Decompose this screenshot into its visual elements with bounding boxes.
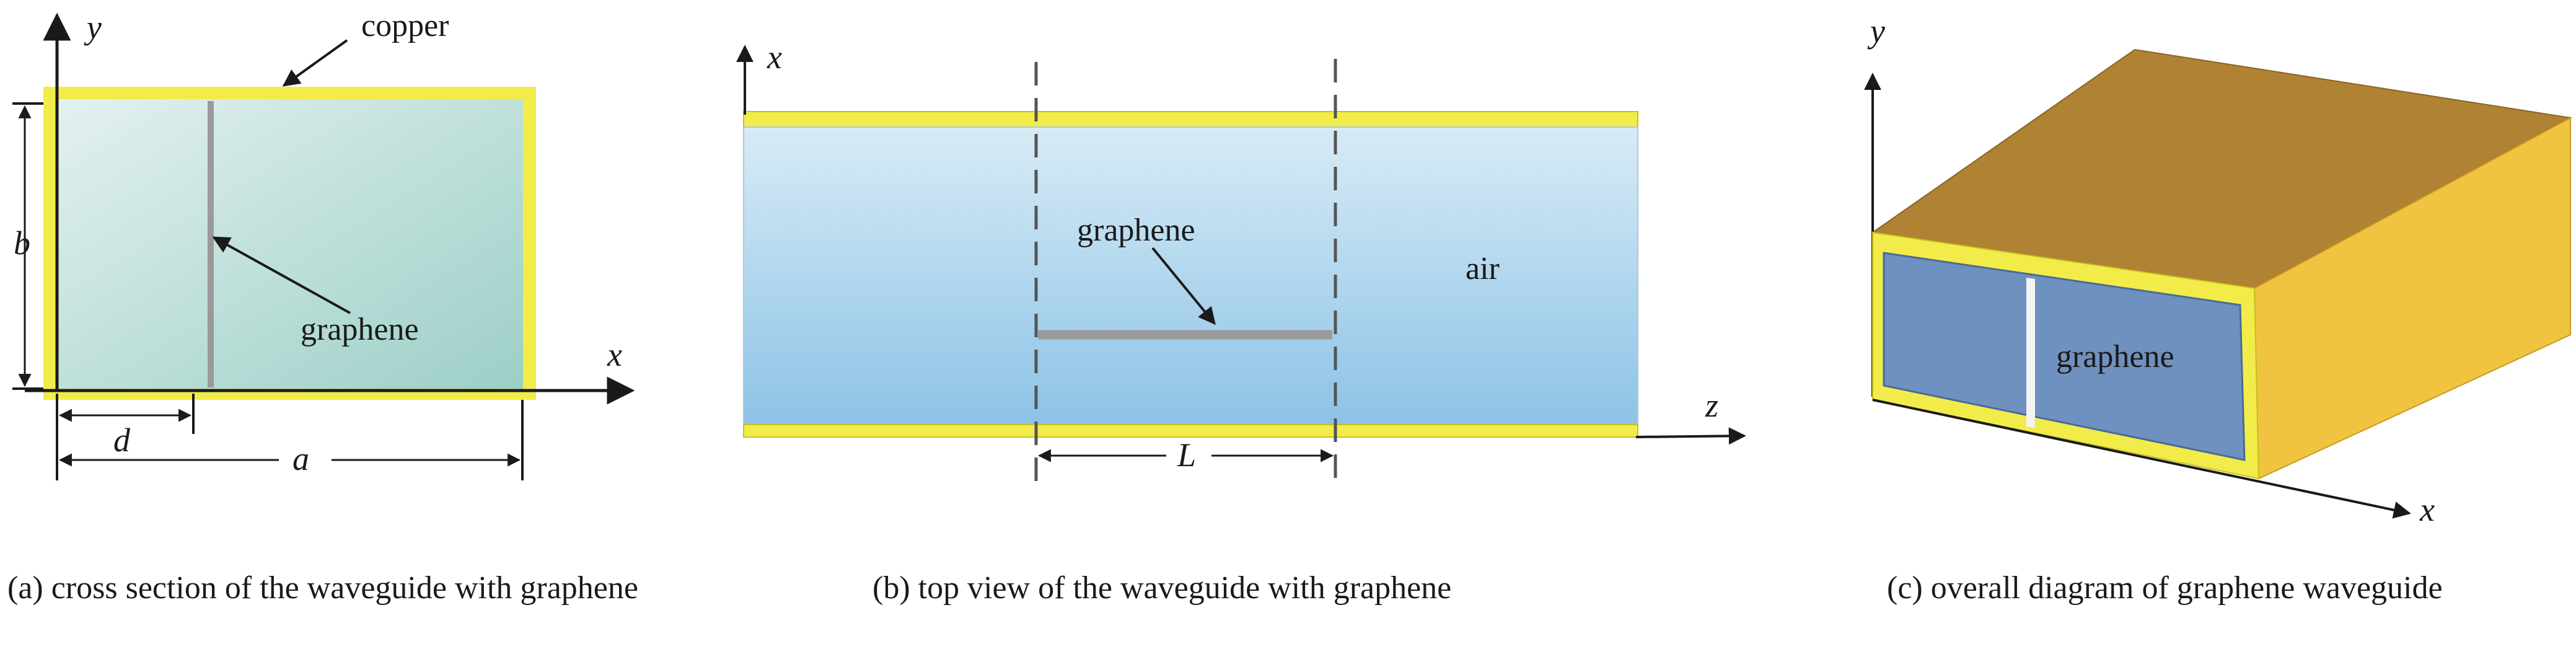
- x-axis-label-c: x: [2419, 491, 2435, 528]
- copper-wall-bottom-b: [743, 424, 1638, 438]
- caption-a: (a) cross section of the waveguide with …: [7, 570, 638, 606]
- copper-pointer: [282, 39, 348, 87]
- air-label: air: [1466, 251, 1500, 286]
- panel-a: y x copper graphene b d a (a) cross sect…: [7, 8, 638, 606]
- copper-wall-top-b: [743, 111, 1638, 128]
- x-axis-label-b: x: [767, 38, 782, 76]
- dim-d-label: d: [113, 422, 131, 459]
- graphene-label-b: graphene: [1077, 213, 1195, 248]
- dim-a-label: a: [292, 440, 309, 477]
- waveguide-interior-b: [743, 126, 1638, 425]
- graphene-sheet-c: [2026, 278, 2035, 428]
- waveguide-interior-a: [57, 99, 523, 389]
- z-axis-label-b: z: [1705, 387, 1718, 424]
- z-axis-b: [1635, 427, 1746, 445]
- y-axis-label-c: y: [1867, 12, 1885, 50]
- x-axis-c: [1872, 399, 2411, 519]
- y-axis-label-a: y: [84, 9, 102, 46]
- x-axis-label-a: x: [607, 336, 622, 373]
- panel-c: y graphene x (c) overall diagram of grap…: [1864, 12, 2573, 606]
- graphene-pointer-a: [212, 236, 351, 314]
- graphene-label-c: graphene: [2056, 339, 2174, 374]
- graphene-label-a: graphene: [301, 312, 419, 347]
- box-front-interior: [1883, 252, 2246, 461]
- caption-b: (b) top view of the waveguide with graph…: [873, 570, 1451, 606]
- copper-label: copper: [361, 8, 449, 43]
- caption-c: (c) overall diagram of graphene waveguid…: [1887, 570, 2443, 606]
- dim-L-label: L: [1177, 436, 1196, 474]
- dim-b-label: b: [14, 224, 30, 262]
- panel-b: x z graphene air L (b) top view of the w…: [736, 38, 1746, 606]
- graphene-pointer-b: [1151, 247, 1216, 325]
